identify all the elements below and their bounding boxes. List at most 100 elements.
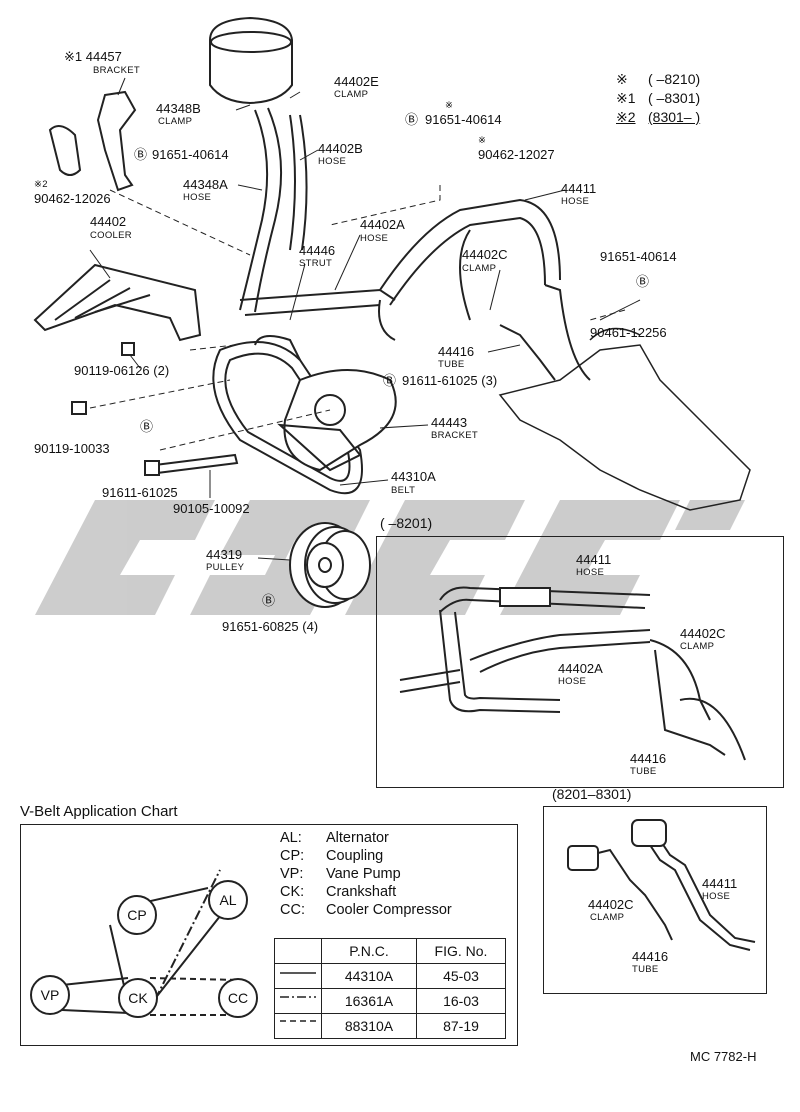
pnc-cell: 44310A — [321, 963, 417, 989]
part-name: COOLER — [90, 230, 132, 241]
part-name: PULLEY — [206, 562, 245, 573]
note-mark: ※2 — [616, 109, 636, 125]
part-name: HOSE — [576, 567, 605, 578]
part-number: 44411 — [576, 552, 612, 567]
part-name: BRACKET — [431, 430, 478, 441]
part-name: CLAMP — [334, 89, 369, 100]
dashed-leader-lines — [89, 185, 626, 451]
legend-abbr: AL: — [280, 830, 302, 846]
legend-text: Cooler Compressor — [326, 902, 452, 918]
part-name: STRUT — [299, 258, 333, 269]
line-style-cell — [274, 1013, 322, 1039]
pnc-cell: 88310A — [321, 1013, 417, 1039]
b-symbol: Ⓑ — [405, 112, 419, 127]
part-number: 44402A — [558, 661, 603, 676]
part-number: 44402 — [90, 214, 127, 229]
part-number: 44348B — [156, 101, 201, 116]
b-symbol: Ⓑ — [134, 147, 148, 162]
inset1-frame — [376, 536, 784, 788]
pulley-44319 — [289, 522, 371, 608]
part-number: 90105-10092 — [173, 501, 250, 516]
note-mark: ※1 — [616, 90, 636, 106]
part-number: 44402E — [334, 74, 379, 89]
belt-assembly — [212, 335, 397, 495]
pulley-cp: CP — [117, 895, 157, 935]
part-number: 44319 — [206, 547, 243, 562]
inset1-artwork — [399, 586, 746, 761]
table-row: 88310A 87-19 — [274, 1013, 506, 1039]
part-note-mark: ※ — [478, 135, 487, 146]
pulley-ck: CK — [118, 978, 158, 1018]
part-name: TUBE — [632, 964, 659, 975]
part-name: HOSE — [183, 192, 212, 203]
reservoir-tank — [209, 16, 293, 105]
fig-cell: 16-03 — [416, 988, 506, 1014]
part-number: 44411 — [702, 876, 738, 891]
inset2-frame — [543, 806, 767, 994]
belt-chart-title: V-Belt Application Chart — [20, 803, 178, 820]
bolts — [71, 342, 239, 476]
legend-text: Coupling — [326, 848, 384, 864]
fig-cell: 45-03 — [416, 963, 506, 989]
part-number: 44348A — [183, 177, 228, 192]
b-symbol: Ⓑ — [140, 419, 154, 434]
table-header-row: P.N.C. FIG. No. — [274, 938, 506, 964]
part-name: CLAMP — [680, 641, 715, 652]
hose-lines — [239, 107, 591, 381]
part-number: 44402B — [318, 141, 363, 156]
part-number: 44402C — [588, 897, 634, 912]
pnc-table: P.N.C. FIG. No. 44310A 45-03 16361A 16-0… — [274, 938, 506, 1039]
legend-text: Vane Pump — [326, 866, 401, 882]
part-number: 90119-10033 — [34, 441, 110, 456]
inset2-title: (8201–8301) — [552, 786, 632, 802]
pulley-cc: CC — [218, 978, 258, 1018]
part-number: 91611-61025 — [102, 485, 178, 500]
part-name: CLAMP — [158, 116, 193, 127]
part-name: CLAMP — [590, 912, 625, 923]
part-name: HOSE — [558, 676, 587, 687]
part-name: HOSE — [360, 233, 389, 244]
part-number: 91651-40614 — [425, 112, 502, 127]
part-note-mark: ※2 — [34, 179, 48, 190]
table-header-cell: FIG. No. — [416, 938, 506, 964]
part-number: 44443 — [431, 415, 468, 430]
inset2-artwork — [567, 819, 756, 951]
line-style-cell — [274, 988, 322, 1014]
legend-abbr: CC: — [280, 902, 305, 918]
part-name: TUBE — [630, 766, 657, 777]
part-name: BELT — [391, 485, 416, 496]
b-symbol: Ⓑ — [262, 593, 276, 608]
pulley-al: AL — [208, 880, 248, 920]
part-name: HOSE — [318, 156, 347, 167]
belt-chart-frame — [20, 824, 518, 1046]
line-style-cell — [274, 963, 322, 989]
legend-abbr: CK: — [280, 884, 305, 900]
part-number: 44402C — [680, 626, 726, 641]
pnc-cell: 16361A — [321, 988, 417, 1014]
part-number: 91651-60825 (4) — [222, 619, 319, 634]
part-number: 90462-12027 — [478, 147, 555, 162]
part-number: 91651-40614 — [600, 249, 677, 264]
legend-text: Crankshaft — [326, 884, 397, 900]
note-range: ( –8301) — [648, 90, 701, 106]
part-name: BRACKET — [93, 65, 140, 76]
leader-lines — [89, 77, 641, 561]
part-number: 44310A — [391, 469, 436, 484]
part-number: 91611-61025 (3) — [402, 373, 498, 388]
part-number: 90462-12026 — [34, 191, 111, 206]
part-number: 91651-40614 — [152, 147, 229, 162]
table-row: 44310A 45-03 — [274, 963, 506, 989]
figure-code: MC 7782-H — [690, 1049, 757, 1064]
part-number: 44402C — [462, 247, 508, 262]
table-header-cell: P.N.C. — [321, 938, 417, 964]
part-number: 44446 — [299, 243, 336, 258]
bracket-44457 — [48, 90, 137, 192]
part-name: HOSE — [561, 196, 590, 207]
part-name: HOSE — [702, 891, 731, 902]
fig-cell: 87-19 — [416, 1013, 506, 1039]
part-number: 44416 — [630, 751, 667, 766]
part-name: CLAMP — [462, 263, 497, 274]
cooler-bracket — [33, 263, 202, 342]
